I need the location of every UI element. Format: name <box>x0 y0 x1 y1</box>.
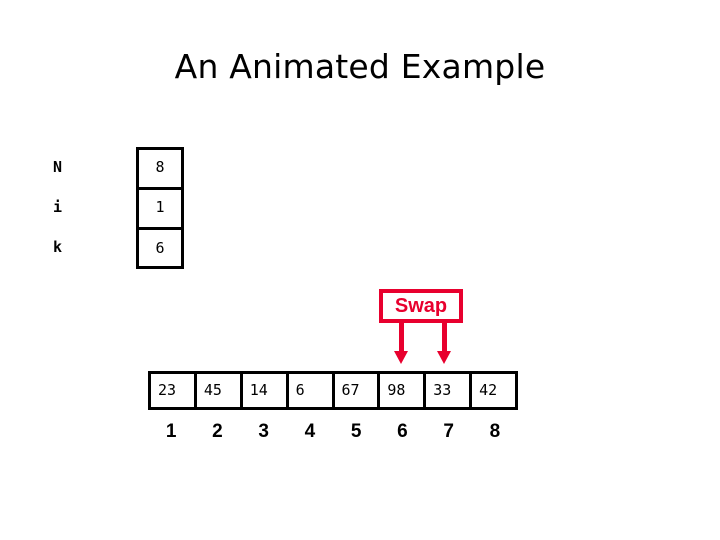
array-row: 23 45 14 6 67 98 33 42 <box>148 371 518 410</box>
page-title: An Animated Example <box>174 47 546 86</box>
variables-table: N 8 i 1 k 6 <box>50 147 190 269</box>
variable-label-k: k <box>53 238 63 256</box>
array-index: 6 <box>397 421 408 442</box>
array-index: 5 <box>350 421 362 442</box>
variable-label-n: N <box>53 158 63 176</box>
arrow-head <box>394 351 408 364</box>
array-container: 23 45 14 6 67 98 33 42 <box>148 371 518 410</box>
swap-label: Swap <box>394 295 448 317</box>
variable-value-cell-k: 6 <box>136 227 184 269</box>
arrow-shaft <box>399 321 404 353</box>
swap-arrow-left-icon <box>393 321 409 365</box>
variable-value-k: 6 <box>155 239 165 257</box>
arrow-shaft <box>442 321 447 353</box>
array-cell: 42 <box>479 381 498 399</box>
variable-value-cell-n: 8 <box>136 147 184 187</box>
array-index: 3 <box>258 421 269 442</box>
array-index: 7 <box>443 421 454 442</box>
array-index-labels: 1 2 3 4 5 6 7 8 <box>148 418 518 446</box>
variable-row: N 8 <box>50 147 190 187</box>
variable-value-i: 1 <box>155 198 165 216</box>
variable-value-cell-i: 1 <box>136 187 184 227</box>
array-cell: 45 <box>197 374 243 407</box>
array-index: 8 <box>489 421 501 442</box>
array-cell: 33 <box>426 374 473 407</box>
variable-row: k 6 <box>50 227 190 269</box>
swap-arrow-right-icon <box>436 321 452 365</box>
array-cell: 14 <box>243 374 289 407</box>
variable-row: i 1 <box>50 187 190 227</box>
arrow-head <box>437 351 451 364</box>
variable-label-i: i <box>53 198 63 216</box>
array-index: 4 <box>304 421 316 442</box>
array-index: 1 <box>165 421 177 442</box>
array-cell: 6 <box>289 374 335 407</box>
array-cell: 98 <box>380 374 427 407</box>
variable-value-n: 8 <box>155 158 165 176</box>
array-index: 2 <box>212 421 223 442</box>
array-cell: 23 <box>151 374 197 407</box>
array-cell: 67 <box>335 374 381 407</box>
swap-callout-box: Swap <box>379 289 463 323</box>
